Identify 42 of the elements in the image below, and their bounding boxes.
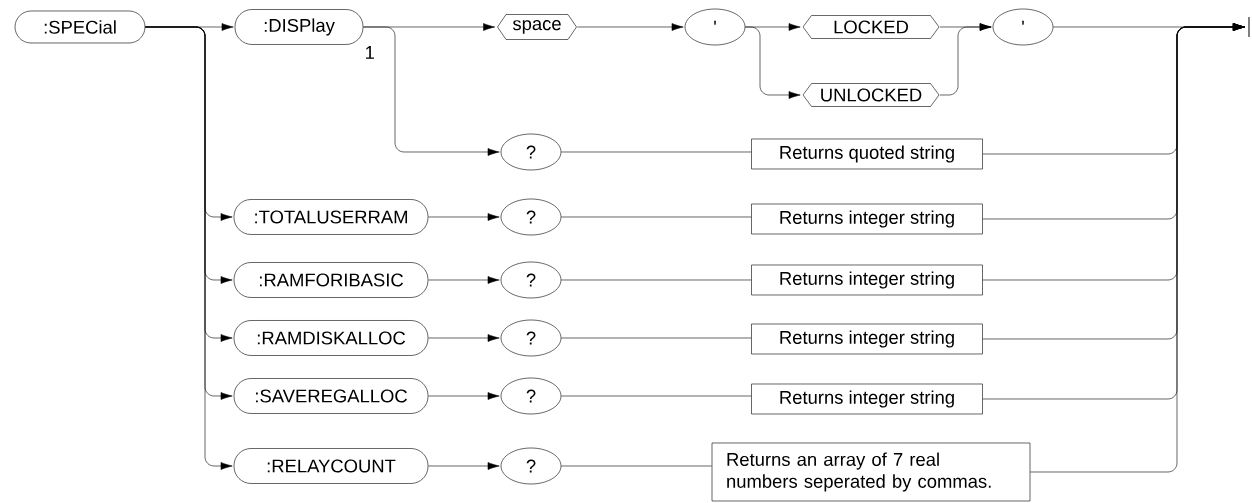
parameter-hexagon: space	[497, 14, 577, 40]
symbol-oval: ?	[500, 133, 562, 171]
symbol-oval: ?	[500, 447, 562, 485]
symbol-oval: '	[684, 8, 746, 46]
keyword-pill: :TOTALUSERRAM	[233, 199, 429, 235]
arrow	[145, 26, 233, 470]
response-box: Returns integer string	[751, 383, 983, 415]
symbol-oval: ?	[500, 261, 562, 299]
arrow	[577, 23, 684, 31]
arrow	[745, 26, 801, 99]
symbol-oval: ?	[500, 377, 562, 415]
arrow	[363, 26, 500, 156]
connector-line	[561, 216, 752, 218]
parameter-hexagon: UNLOCKED	[802, 83, 940, 107]
keyword-pill: :RAMFORIBASIC	[233, 262, 429, 298]
arrow	[428, 276, 500, 284]
response-box: Returns integer string	[751, 264, 983, 296]
connector-line	[561, 337, 752, 339]
arrow	[939, 23, 992, 96]
connector-line	[561, 395, 752, 397]
keyword-pill: :SAVEREGALLOC	[233, 378, 429, 414]
arrow	[428, 334, 500, 342]
symbol-oval: '	[992, 8, 1054, 46]
connector-line	[561, 465, 712, 467]
response-box: Returns an array of 7 real numbers seperated by commas.	[711, 442, 1031, 502]
arrow	[1030, 23, 1245, 473]
connector-line	[561, 151, 752, 153]
response-box: Returns quoted string	[751, 138, 983, 170]
symbol-oval: ?	[500, 198, 562, 236]
arrow	[428, 213, 500, 221]
parameter-hexagon: LOCKED	[802, 15, 940, 39]
arrow	[428, 392, 500, 400]
response-box: Returns integer string	[751, 203, 983, 235]
connector-line	[561, 279, 752, 281]
keyword-pill: :DISPlay	[234, 9, 364, 45]
keyword-pill: :RELAYCOUNT	[233, 448, 429, 484]
arrow	[428, 462, 500, 470]
symbol-oval: ?	[500, 319, 562, 357]
keyword-pill: :SPECial	[14, 10, 146, 44]
keyword-pill: :RAMDISKALLOC	[233, 320, 429, 356]
footnote-number: 1	[366, 46, 374, 59]
response-box: Returns integer string	[751, 323, 983, 355]
